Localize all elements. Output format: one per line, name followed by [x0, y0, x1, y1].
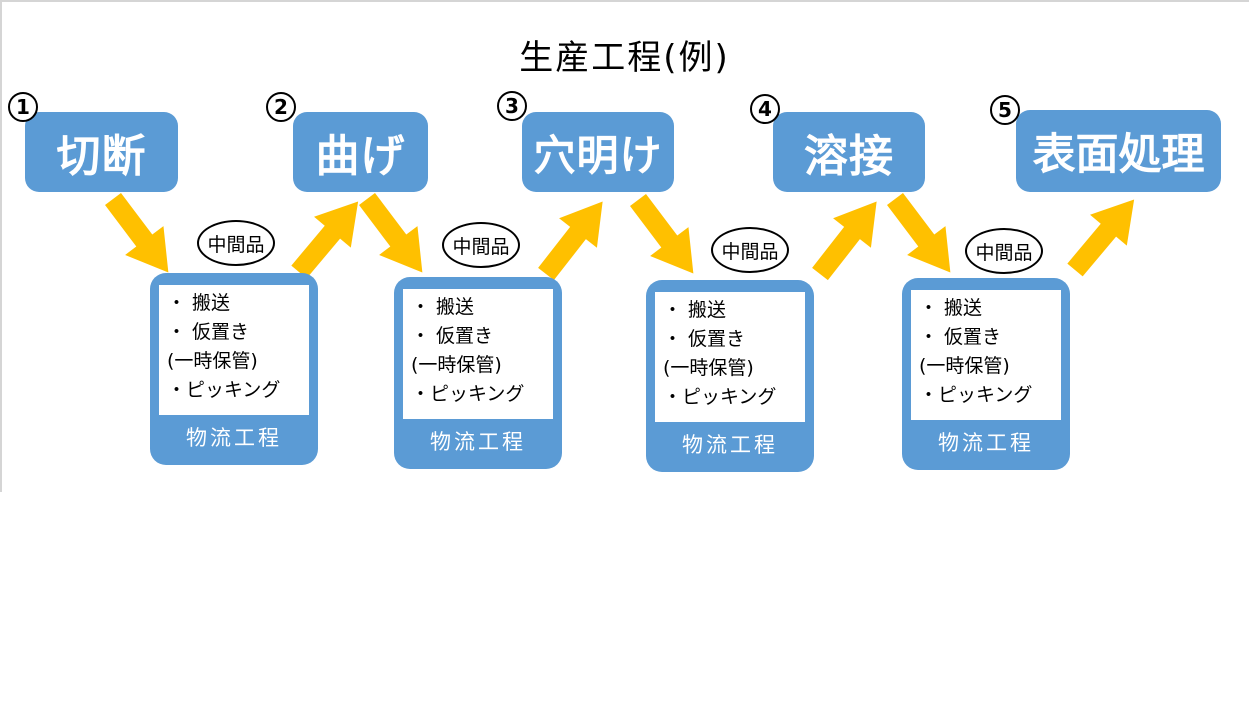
- step-number-3: 3: [497, 91, 527, 121]
- flow-arrow-down-1: [93, 184, 188, 287]
- process-box-surface-treatment: 表面処理: [1016, 110, 1221, 192]
- logistics-list-item: ・ 搬送: [663, 299, 727, 321]
- logistics-list-item: (一時保管): [411, 354, 502, 376]
- step-number-5-text: 5: [998, 98, 1012, 122]
- process-box-welding-label: 溶接: [804, 131, 894, 182]
- logistics-box-4-panel: ・ 搬送 ・ 仮置き (一時保管) ・ピッキング: [911, 290, 1061, 420]
- logistics-list-item: (一時保管): [663, 357, 754, 379]
- logistics-list-item: ・ 搬送: [411, 296, 475, 318]
- logistics-box-2: ・ 搬送 ・ 仮置き (一時保管) ・ピッキング 物流工程: [394, 277, 562, 469]
- logistics-box-4-list: ・ 搬送 ・ 仮置き (一時保管) ・ピッキング: [919, 294, 1059, 410]
- logistics-list-item: ・ 仮置き: [919, 326, 1002, 348]
- intermediate-oval-1-label: 中間品: [207, 233, 265, 256]
- step-number-1: 1: [8, 92, 38, 122]
- step-number-2: 2: [266, 92, 296, 122]
- logistics-box-2-label: 物流工程: [430, 430, 526, 454]
- logistics-box-1-label: 物流工程: [186, 426, 282, 450]
- logistics-box-1-panel: ・ 搬送 ・ 仮置き (一時保管) ・ピッキング: [159, 285, 309, 415]
- process-box-bending: 曲げ: [293, 112, 428, 192]
- step-number-3-text: 3: [505, 94, 519, 118]
- logistics-list-item: ・ 仮置き: [411, 325, 494, 347]
- step-number-4-text: 4: [758, 97, 772, 121]
- flow-arrow-down-2: [347, 184, 442, 287]
- intermediate-oval-2-label: 中間品: [452, 235, 510, 258]
- logistics-list-item: ・ 搬送: [919, 297, 983, 319]
- logistics-box-3-panel: ・ 搬送 ・ 仮置き (一時保管) ・ピッキング: [655, 292, 805, 422]
- logistics-box-2-panel: ・ 搬送 ・ 仮置き (一時保管) ・ピッキング: [403, 289, 553, 419]
- step-number-4: 4: [750, 94, 780, 124]
- logistics-box-3: ・ 搬送 ・ 仮置き (一時保管) ・ピッキング 物流工程: [646, 280, 814, 472]
- process-box-cutting-label: 切断: [56, 131, 147, 182]
- intermediate-oval-4-label: 中間品: [975, 241, 1033, 264]
- logistics-box-1: ・ 搬送 ・ 仮置き (一時保管) ・ピッキング 物流工程: [150, 273, 318, 465]
- intermediate-oval-4: 中間品: [965, 228, 1043, 274]
- step-number-1-text: 1: [16, 95, 30, 119]
- logistics-box-4: ・ 搬送 ・ 仮置き (一時保管) ・ピッキング 物流工程: [902, 278, 1070, 470]
- flow-arrow-up-4: [1056, 184, 1153, 286]
- logistics-list-item: ・ピッキング: [167, 379, 281, 401]
- logistics-list-item: ・ピッキング: [411, 383, 525, 405]
- logistics-box-1-list: ・ 搬送 ・ 仮置き (一時保管) ・ピッキング: [167, 289, 307, 405]
- logistics-box-3-label: 物流工程: [682, 433, 778, 457]
- process-box-bending-label: 曲げ: [315, 131, 406, 182]
- flow-arrow-up-2: [527, 186, 622, 289]
- logistics-list-item: ・ 搬送: [167, 292, 231, 314]
- page-title: 生産工程(例): [519, 38, 730, 78]
- process-box-surface-treatment-label: 表面処理: [1032, 130, 1205, 180]
- slide-edge-top: [0, 0, 1249, 2]
- logistics-list-item: ・ピッキング: [663, 386, 777, 408]
- logistics-box-2-list: ・ 搬送 ・ 仮置き (一時保管) ・ピッキング: [411, 293, 551, 409]
- logistics-box-3-list: ・ 搬送 ・ 仮置き (一時保管) ・ピッキング: [663, 296, 803, 412]
- process-box-welding: 溶接: [773, 112, 925, 192]
- process-box-drilling-label: 穴明け: [533, 130, 663, 180]
- intermediate-oval-3-label: 中間品: [721, 240, 779, 263]
- logistics-list-item: ・ 仮置き: [663, 328, 746, 350]
- logistics-box-4-label: 物流工程: [938, 431, 1034, 455]
- logistics-list-item: ・ピッキング: [919, 384, 1033, 406]
- intermediate-oval-1: 中間品: [197, 220, 275, 266]
- step-number-2-text: 2: [274, 95, 288, 119]
- logistics-list-item: (一時保管): [167, 350, 258, 372]
- flow-arrow-down-4: [875, 184, 970, 287]
- process-box-cutting: 切断: [25, 112, 178, 192]
- flow-arrow-down-3: [618, 185, 713, 288]
- logistics-list-item: (一時保管): [919, 355, 1010, 377]
- process-box-drilling: 穴明け: [522, 112, 674, 192]
- step-number-5: 5: [990, 95, 1020, 125]
- intermediate-oval-2: 中間品: [442, 222, 520, 268]
- flow-arrow-up-3: [801, 186, 896, 289]
- logistics-list-item: ・ 仮置き: [167, 321, 250, 343]
- intermediate-oval-3: 中間品: [711, 227, 789, 273]
- slide-edge-left: [0, 0, 2, 492]
